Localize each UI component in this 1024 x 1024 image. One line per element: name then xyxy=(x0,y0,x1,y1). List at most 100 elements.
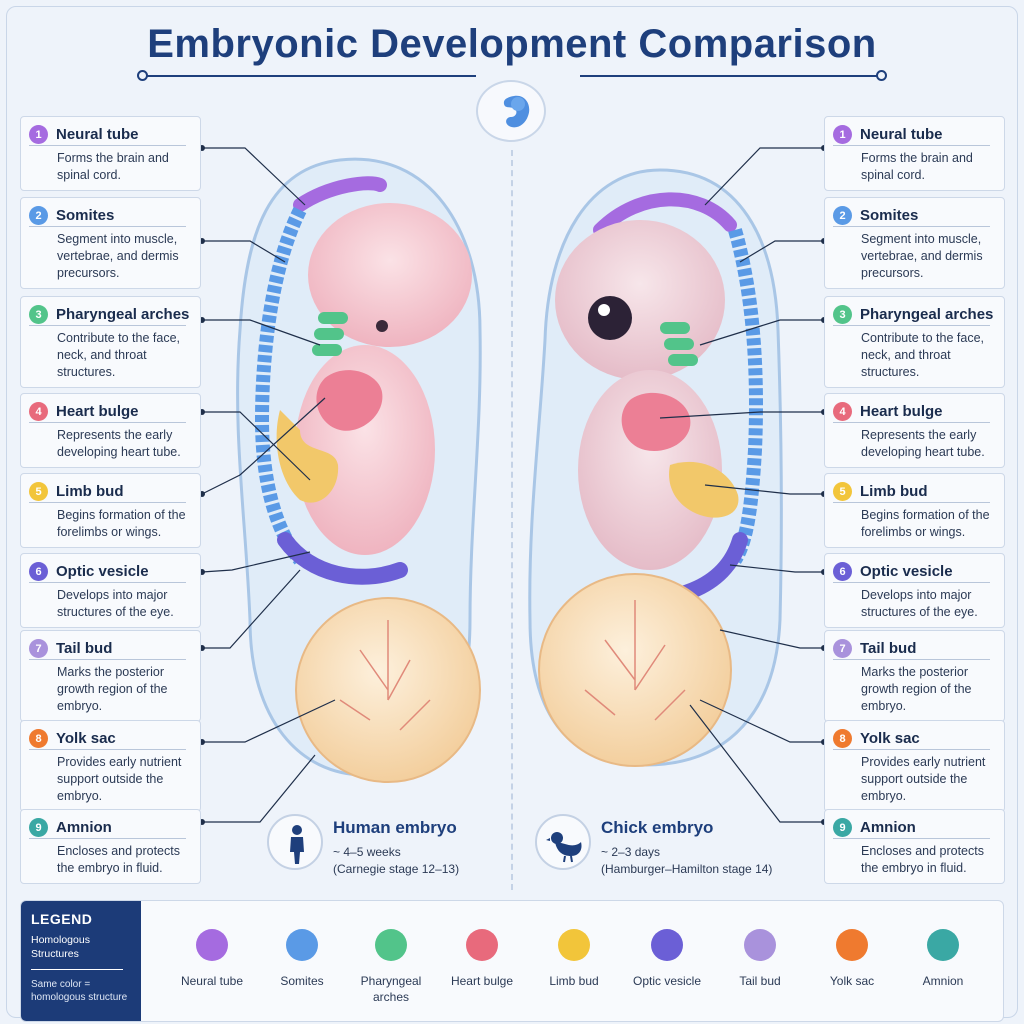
badge-6: 6 xyxy=(833,562,852,581)
badge-5: 5 xyxy=(29,482,48,501)
card-desc: Provides early nutrient support outside … xyxy=(861,755,986,803)
right-leader-lines xyxy=(659,147,824,823)
human-tail-bud xyxy=(277,532,408,585)
legend-item-somites: Somites xyxy=(257,929,347,989)
card-desc: Contribute to the face, neck, and throat… xyxy=(57,331,180,379)
badge-6: 6 xyxy=(29,562,48,581)
human-head xyxy=(308,203,472,347)
legend-label: Amnion xyxy=(922,974,964,988)
legend-item-optic-vesicle: Optic vesicle xyxy=(622,929,712,989)
card-desc: Begins formation of the forelimbs or win… xyxy=(861,508,990,539)
human-somites xyxy=(254,206,307,565)
badge-4: 4 xyxy=(833,402,852,421)
legend-label: Yolk sac xyxy=(829,974,875,988)
left-card-limb-bud: 5 Limb bud Begins formation of the foreli… xyxy=(20,473,201,548)
legend-item-heart-bulge: Heart bulge xyxy=(437,929,527,989)
card-title: Neural tube xyxy=(860,126,943,143)
legend-swatch xyxy=(927,929,959,961)
badge-2: 2 xyxy=(833,206,852,225)
chick-caption-age: ~ 2–3 days xyxy=(601,845,661,859)
card-title: Optic vesicle xyxy=(56,563,149,580)
legend-label: Heart bulge xyxy=(450,974,514,988)
badge-7: 7 xyxy=(833,639,852,658)
chick-neural-tube xyxy=(593,192,737,237)
card-title: Limb bud xyxy=(56,483,124,500)
card-title: Heart bulge xyxy=(56,403,139,420)
legend-item-pharyngeal-arches: Pharyngeal arches xyxy=(346,929,436,1005)
human-neural-tube xyxy=(293,176,387,212)
right-card-yolk-sac: 8 Yolk sac Provides early nutrient suppor… xyxy=(824,720,1005,812)
card-title: Limb bud xyxy=(860,483,928,500)
legend-label: Pharyngeal arches xyxy=(360,974,422,1004)
left-leader-lines xyxy=(201,147,336,823)
card-desc: Begins formation of the forelimbs or win… xyxy=(57,508,186,539)
human-caption-title: Human embryo xyxy=(333,818,457,837)
legend-swatch xyxy=(286,929,318,961)
card-desc: Develops into major structures of the ey… xyxy=(57,588,174,619)
chick-embryo-illustration xyxy=(528,168,783,767)
chick-pharyngeal-arches xyxy=(660,322,698,366)
human-caption-stage: (Carnegie stage 12–13) xyxy=(333,862,460,876)
card-title: Neural tube xyxy=(56,126,139,143)
title-rule-left-dot xyxy=(137,70,148,81)
card-desc: Forms the brain and spinal cord. xyxy=(57,151,169,182)
card-title: Yolk sac xyxy=(860,730,920,747)
human-pharyngeal-arches xyxy=(312,312,348,356)
human-eye xyxy=(376,320,388,332)
human-caption-age: ~ 4–5 weeks xyxy=(333,845,401,859)
legend-swatch xyxy=(375,929,407,961)
card-desc: Represents the early developing heart tu… xyxy=(861,428,985,459)
human-figure-icon xyxy=(267,814,323,870)
chick-caption-detail: ~ 2–3 days (Hamburger–Hamilton stage 14) xyxy=(601,844,772,878)
badge-3: 3 xyxy=(29,305,48,324)
human-caption-detail: ~ 4–5 weeks (Carnegie stage 12–13) xyxy=(333,844,459,878)
page-title: Embryonic Development Comparison xyxy=(147,22,877,66)
human-embryo-illustration xyxy=(236,157,482,783)
title-rule-right xyxy=(580,75,880,77)
legend-label: Somites xyxy=(280,974,324,988)
center-divider xyxy=(511,150,513,890)
chick-head xyxy=(555,220,725,380)
card-desc: Marks the posterior growth region of the… xyxy=(57,665,168,713)
embryo-icon xyxy=(476,80,546,142)
card-desc: Forms the brain and spinal cord. xyxy=(861,151,973,182)
card-desc: Provides early nutrient support outside … xyxy=(57,755,182,803)
title-rule-right-dot xyxy=(876,70,887,81)
card-title: Somites xyxy=(860,207,919,224)
legend-item-yolk-sac: Yolk sac xyxy=(807,929,897,989)
card-desc: Encloses and protects the embryo in flui… xyxy=(861,844,984,875)
badge-8: 8 xyxy=(833,729,852,748)
legend-item-amnion: Amnion xyxy=(898,929,988,989)
badge-7: 7 xyxy=(29,639,48,658)
card-desc: Encloses and protects the embryo in flui… xyxy=(57,844,180,875)
legend-label: Neural tube xyxy=(180,974,244,988)
badge-3: 3 xyxy=(833,305,852,324)
card-desc: Represents the early developing heart tu… xyxy=(57,428,181,459)
title-rule-left xyxy=(146,75,476,77)
legend-label: Limb bud xyxy=(549,974,599,988)
legend-swatch xyxy=(744,929,776,961)
chick-caption-title: Chick embryo xyxy=(601,818,714,837)
card-desc: Develops into major structures of the ey… xyxy=(861,588,978,619)
legend-label: Optic vesicle xyxy=(632,974,702,988)
badge-2: 2 xyxy=(29,206,48,225)
chick-limb-bud xyxy=(669,461,739,518)
chick-caption-stage: (Hamburger–Hamilton stage 14) xyxy=(601,862,773,876)
human-heart-bulge xyxy=(316,370,383,431)
legend-panel: LEGEND Homologous Structures Same color … xyxy=(20,900,1004,1022)
badge-9: 9 xyxy=(833,818,852,837)
legend-swatch xyxy=(558,929,590,961)
